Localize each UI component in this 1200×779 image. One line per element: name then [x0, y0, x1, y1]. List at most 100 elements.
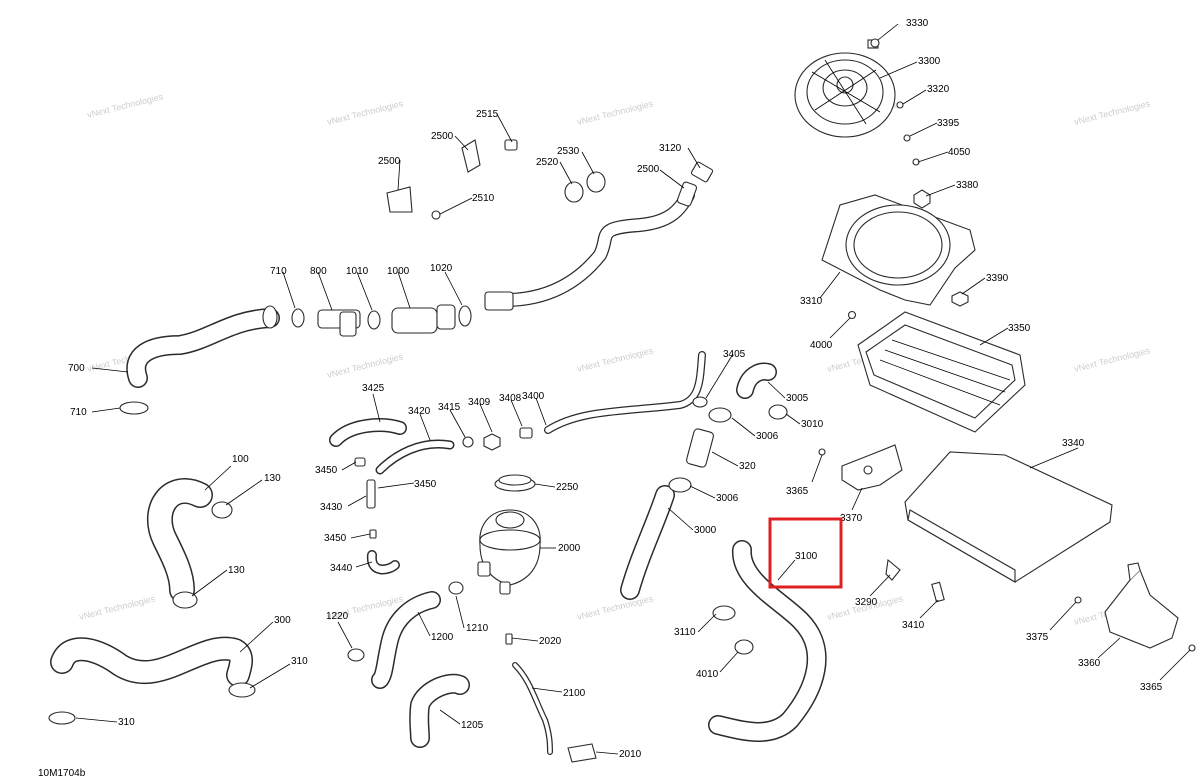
- bracket-3370[interactable]: [841, 444, 903, 491]
- callout-800[interactable]: 800: [310, 266, 327, 277]
- callout-3006[interactable]: 3006: [716, 493, 739, 504]
- callout-710[interactable]: 710: [270, 266, 287, 277]
- callout-2515[interactable]: 2515: [476, 109, 499, 120]
- callout-320[interactable]: 320: [739, 461, 756, 472]
- hose-1000[interactable]: [391, 304, 472, 334]
- callout-4050[interactable]: 4050: [948, 147, 971, 158]
- watermark: vNext Technologies: [576, 98, 654, 127]
- hose-2500-upper[interactable]: [484, 181, 698, 311]
- callout-3360[interactable]: 3360: [1078, 658, 1101, 669]
- callout-2530[interactable]: 2530: [557, 146, 580, 157]
- callout-310[interactable]: 310: [291, 656, 308, 667]
- callout-3290[interactable]: 3290: [855, 597, 878, 608]
- callout-2250[interactable]: 2250: [556, 482, 579, 493]
- clamps-2520-2530[interactable]: [564, 171, 606, 203]
- callout-2500[interactable]: 2500: [378, 156, 401, 167]
- radiator[interactable]: [857, 311, 1026, 433]
- callout-1220[interactable]: 1220: [326, 611, 349, 622]
- fitting-3430[interactable]: [354, 457, 377, 539]
- callout-130[interactable]: 130: [228, 565, 245, 576]
- callout-3409[interactable]: 3409: [468, 397, 491, 408]
- callout-2000[interactable]: 2000: [558, 543, 581, 554]
- hose-3440[interactable]: [366, 550, 400, 575]
- callout-100[interactable]: 100: [232, 454, 249, 465]
- callout-3300[interactable]: 3300: [918, 56, 941, 67]
- callout-1000[interactable]: 1000: [387, 266, 410, 277]
- callout-3006[interactable]: 3006: [756, 431, 779, 442]
- callout-3340[interactable]: 3340: [1062, 438, 1085, 449]
- deflector-panel[interactable]: [904, 451, 1113, 583]
- callout-710[interactable]: 710: [70, 407, 87, 418]
- fan-shroud[interactable]: [821, 194, 976, 306]
- callout-3350[interactable]: 3350: [1008, 323, 1031, 334]
- callout-1210[interactable]: 1210: [466, 623, 489, 634]
- hose-3420[interactable]: [375, 427, 533, 475]
- callout-3005[interactable]: 3005: [786, 393, 809, 404]
- callout-2020[interactable]: 2020: [539, 636, 562, 647]
- callout-3010[interactable]: 3010: [801, 419, 824, 430]
- hose-1205[interactable]: [409, 673, 470, 748]
- hose-3425[interactable]: [329, 418, 407, 447]
- callout-3375[interactable]: 3375: [1026, 632, 1049, 643]
- callout-3380[interactable]: 3380: [956, 180, 979, 191]
- hose-3000[interactable]: [620, 477, 692, 600]
- hose-1200[interactable]: [347, 581, 464, 689]
- hose-710[interactable]: [119, 305, 305, 415]
- bracket-3360[interactable]: [1104, 562, 1179, 649]
- callout-1010[interactable]: 1010: [346, 266, 369, 277]
- callout-4000[interactable]: 4000: [810, 340, 833, 351]
- callout-3365[interactable]: 3365: [1140, 682, 1163, 693]
- callout-3110[interactable]: 3110: [674, 627, 696, 638]
- callout-2520[interactable]: 2520: [536, 157, 559, 168]
- fitting-320[interactable]: [686, 428, 715, 468]
- callout-2010[interactable]: 2010: [619, 749, 642, 760]
- hose-100[interactable]: [147, 478, 233, 609]
- callout-3100[interactable]: 3100: [795, 551, 818, 562]
- sensor-3120[interactable]: [690, 161, 714, 183]
- callout-3408[interactable]: 3408: [499, 393, 522, 404]
- clip-2500[interactable]: [386, 139, 518, 220]
- callout-3415[interactable]: 3415: [438, 402, 461, 413]
- callout-310[interactable]: 310: [118, 717, 135, 728]
- hose-300[interactable]: [48, 636, 256, 725]
- hose-2100[interactable]: [505, 633, 553, 755]
- callout-3405[interactable]: 3405: [723, 349, 746, 360]
- fan-motor[interactable]: [794, 39, 896, 138]
- callout-3450[interactable]: 3450: [324, 533, 347, 544]
- elbow-3005[interactable]: [692, 362, 788, 423]
- callout-2500[interactable]: 2500: [637, 164, 660, 175]
- expansion-tank[interactable]: [477, 509, 541, 595]
- callout-130[interactable]: 130: [264, 473, 281, 484]
- callout-3450[interactable]: 3450: [414, 479, 437, 490]
- label-2010[interactable]: [567, 743, 597, 763]
- callout-3410[interactable]: 3410: [902, 620, 925, 631]
- callout-300[interactable]: 300: [274, 615, 291, 626]
- callout-3440[interactable]: 3440: [330, 563, 353, 574]
- callout-3000[interactable]: 3000: [694, 525, 717, 536]
- callout-4010[interactable]: 4010: [696, 669, 719, 680]
- callout-1205[interactable]: 1205: [461, 720, 484, 731]
- callout-3395[interactable]: 3395: [937, 118, 960, 129]
- callout-3320[interactable]: 3320: [927, 84, 950, 95]
- callout-3390[interactable]: 3390: [986, 273, 1009, 284]
- callout-700[interactable]: 700: [68, 363, 85, 374]
- cap-2250[interactable]: [494, 474, 536, 492]
- callout-2100[interactable]: 2100: [563, 688, 586, 699]
- callout-3400[interactable]: 3400: [522, 391, 545, 402]
- callout-2500[interactable]: 2500: [431, 131, 454, 142]
- callout-3330[interactable]: 3330: [906, 18, 929, 29]
- callout-3370[interactable]: 3370: [840, 513, 863, 524]
- callout-3310[interactable]: 3310: [800, 296, 823, 307]
- callout-3120[interactable]: 3120: [659, 143, 682, 154]
- callout-3365[interactable]: 3365: [786, 486, 809, 497]
- callout-3450[interactable]: 3450: [315, 465, 338, 476]
- callout-3430[interactable]: 3430: [320, 502, 343, 513]
- callout-3420[interactable]: 3420: [408, 406, 431, 417]
- callout-1200[interactable]: 1200: [431, 632, 454, 643]
- callout-1020[interactable]: 1020: [430, 263, 453, 274]
- callout-2510[interactable]: 2510: [472, 193, 495, 204]
- pipe-3400[interactable]: [544, 351, 706, 434]
- tee-800[interactable]: [317, 309, 381, 337]
- callout-3425[interactable]: 3425: [362, 383, 385, 394]
- hose-3100[interactable]: [708, 540, 827, 742]
